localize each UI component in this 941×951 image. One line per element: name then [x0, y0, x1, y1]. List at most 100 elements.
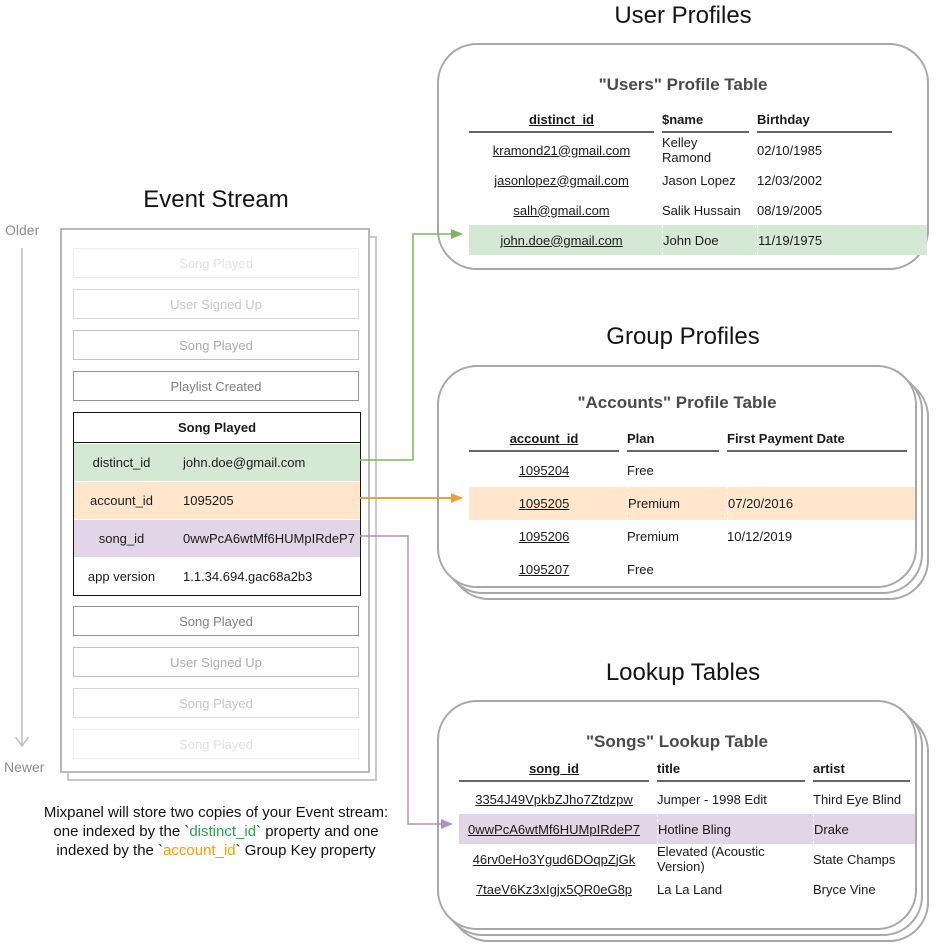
event-box: User Signed Up: [73, 289, 359, 319]
table-row: 7taeV6Kz3xIgjx5QR0eG8p La La Land Bryce …: [459, 874, 915, 904]
event-label: Song Played: [179, 337, 253, 353]
timeline-arrowhead-icon: [14, 736, 30, 748]
payment-date-cell: 10/12/2019: [727, 529, 793, 544]
song-title-cell: Jumper - 1998 Edit: [657, 791, 767, 807]
column-header: title: [657, 756, 805, 782]
artist-cell: Drake: [813, 814, 910, 844]
event-stream-title: Event Stream: [143, 186, 289, 213]
accounts-table-title: "Accounts" Profile Table: [577, 393, 777, 412]
plan-cell: Free: [627, 562, 654, 577]
caption-distinct-id-key: distinct_id: [189, 823, 257, 840]
caption-line-2: one indexed by the `distinct_id` propert…: [16, 822, 416, 841]
lookup-tables-title: Lookup Tables: [605, 659, 761, 686]
property-value: john.doe@gmail.com: [183, 455, 306, 470]
accounts-profile-card: "Accounts" Profile Table account_id Plan…: [437, 365, 917, 588]
account-id-cell: 1095207: [518, 562, 570, 577]
event-box: Song Played: [73, 248, 359, 278]
distinct-id-cell: kramond21@gmail.com: [492, 142, 631, 158]
event-box: Playlist Created: [73, 371, 359, 401]
event-property-distinct-id: distinct_id john.doe@gmail.com: [74, 443, 360, 481]
caption-line-1: Mixpanel will store two copies of your E…: [43, 804, 389, 821]
expanded-event-card: Song Played distinct_id john.doe@gmail.c…: [73, 412, 361, 596]
accounts-table: account_id Plan First Payment Date 10952…: [469, 426, 915, 586]
payment-date-cell: 07/20/2016: [727, 487, 907, 520]
distinct-id-cell: jasonlopez@gmail.com: [494, 172, 629, 188]
account-id-cell: 1095206: [518, 529, 570, 544]
event-property-account-id: account_id 1095205: [74, 481, 360, 519]
song-id-cell: 46rv0eHo3Ygud6DOqpZjGk: [472, 851, 636, 867]
column-header: Plan: [627, 426, 719, 452]
song-id-cell: 7taeV6Kz3xIgjx5QR0eG8p: [475, 881, 633, 897]
users-profile-card: "Users" Profile Table distinct_id $name …: [437, 43, 929, 270]
event-property-app-version: app version 1.1.34.694.gac68a2b3: [74, 557, 360, 595]
songs-table-title: "Songs" Lookup Table: [585, 732, 769, 751]
column-header: First Payment Date: [727, 426, 907, 452]
song-id-cell: 3354J49VpkbZJho7Ztdzpw: [475, 791, 633, 807]
property-value: 1095205: [183, 493, 234, 508]
users-table-header: distinct_id $name Birthday: [469, 107, 927, 133]
event-box: Song Played: [73, 330, 359, 360]
table-row: kramond21@gmail.com Kelley Ramond 02/10/…: [469, 135, 927, 165]
event-label: Song Played: [179, 613, 253, 629]
user-profiles-title: User Profiles: [614, 2, 752, 29]
caption-line-3: indexed by the `account_id` Group Key pr…: [16, 841, 416, 860]
property-value: 1.1.34.694.gac68a2b3: [183, 569, 313, 584]
song-title-cell: La La Land: [657, 881, 723, 897]
table-row: salh@gmail.com Salik Hussain 08/19/2005: [469, 195, 927, 225]
event-label: Song Played: [179, 255, 253, 271]
event-box: Song Played: [73, 688, 359, 718]
property-key: distinct_id: [92, 455, 151, 470]
column-header: account_id: [469, 426, 619, 452]
property-key: song_id: [98, 531, 145, 546]
group-profiles-title: Group Profiles: [606, 323, 760, 350]
column-header: $name: [662, 107, 749, 133]
caption-text: one indexed by the `: [53, 823, 190, 840]
table-row-highlighted: john.doe@gmail.com John Doe 11/19/1975: [469, 225, 927, 255]
table-row: 1095204 Free: [469, 454, 915, 487]
event-box: User Signed Up: [73, 647, 359, 677]
song-title-cell: Hotline Bling: [657, 814, 805, 844]
column-header: artist: [813, 756, 910, 782]
artist-cell: Bryce Vine: [813, 881, 876, 897]
birthday-cell: 11/19/1975: [757, 225, 892, 255]
property-key: app version: [87, 569, 156, 584]
table-row: 3354J49VpkbZJho7Ztdzpw Jumper - 1998 Edi…: [459, 784, 915, 814]
plan-cell: Premium: [627, 487, 719, 520]
table-row-highlighted: 1095205 Premium 07/20/2016: [469, 487, 915, 520]
name-cell: Jason Lopez: [662, 172, 736, 188]
songs-table: song_id title artist 3354J49VpkbZJho7Ztd…: [459, 756, 915, 904]
artist-cell: State Champs: [813, 851, 896, 867]
plan-cell: Premium: [627, 529, 680, 544]
event-label: Song Played: [179, 695, 253, 711]
event-label: User Signed Up: [170, 654, 262, 670]
event-property-song-id: song_id 0wwPcA6wtMf6HUMpIRdeP7: [74, 519, 360, 557]
event-stream-container: Song Played User Signed Up Song Played P…: [60, 228, 370, 773]
name-cell: Kelley Ramond: [662, 135, 712, 165]
column-header: Birthday: [757, 107, 892, 133]
caption-account-id-key: account_id: [163, 842, 236, 859]
name-cell: Salik Hussain: [662, 202, 741, 218]
table-row: 46rv0eHo3Ygud6DOqpZjGk Elevated (Acousti…: [459, 844, 915, 874]
property-key: account_id: [90, 493, 153, 508]
column-header: distinct_id: [469, 107, 654, 133]
table-row: 1095206 Premium 10/12/2019: [469, 520, 915, 553]
users-table-title: "Users" Profile Table: [598, 75, 768, 94]
distinct-id-cell: john.doe@gmail.com: [500, 232, 623, 248]
birthday-cell: 12/03/2002: [757, 172, 823, 188]
songs-lookup-card: "Songs" Lookup Table song_id title artis…: [437, 700, 917, 930]
song-title-cell: Elevated (Acoustic Version): [657, 844, 765, 874]
birthday-cell: 08/19/2005: [757, 202, 823, 218]
timeline-older-label: Older: [5, 222, 40, 238]
caption-text: indexed by the `: [56, 842, 164, 859]
plan-cell: Free: [627, 463, 654, 478]
account-id-cell: 1095204: [518, 463, 570, 478]
column-header: song_id: [459, 756, 649, 782]
songs-table-header: song_id title artist: [459, 756, 915, 782]
event-label: User Signed Up: [170, 296, 262, 312]
property-value: 0wwPcA6wtMf6HUMpIRdeP7: [183, 531, 355, 546]
artist-cell: Third Eye Blind: [813, 791, 902, 807]
expanded-event-title: Song Played: [74, 413, 360, 443]
song-id-cell: 0wwPcA6wtMf6HUMpIRdeP7: [468, 821, 640, 837]
distinct-id-cell: salh@gmail.com: [513, 202, 610, 218]
accounts-table-header: account_id Plan First Payment Date: [469, 426, 915, 452]
